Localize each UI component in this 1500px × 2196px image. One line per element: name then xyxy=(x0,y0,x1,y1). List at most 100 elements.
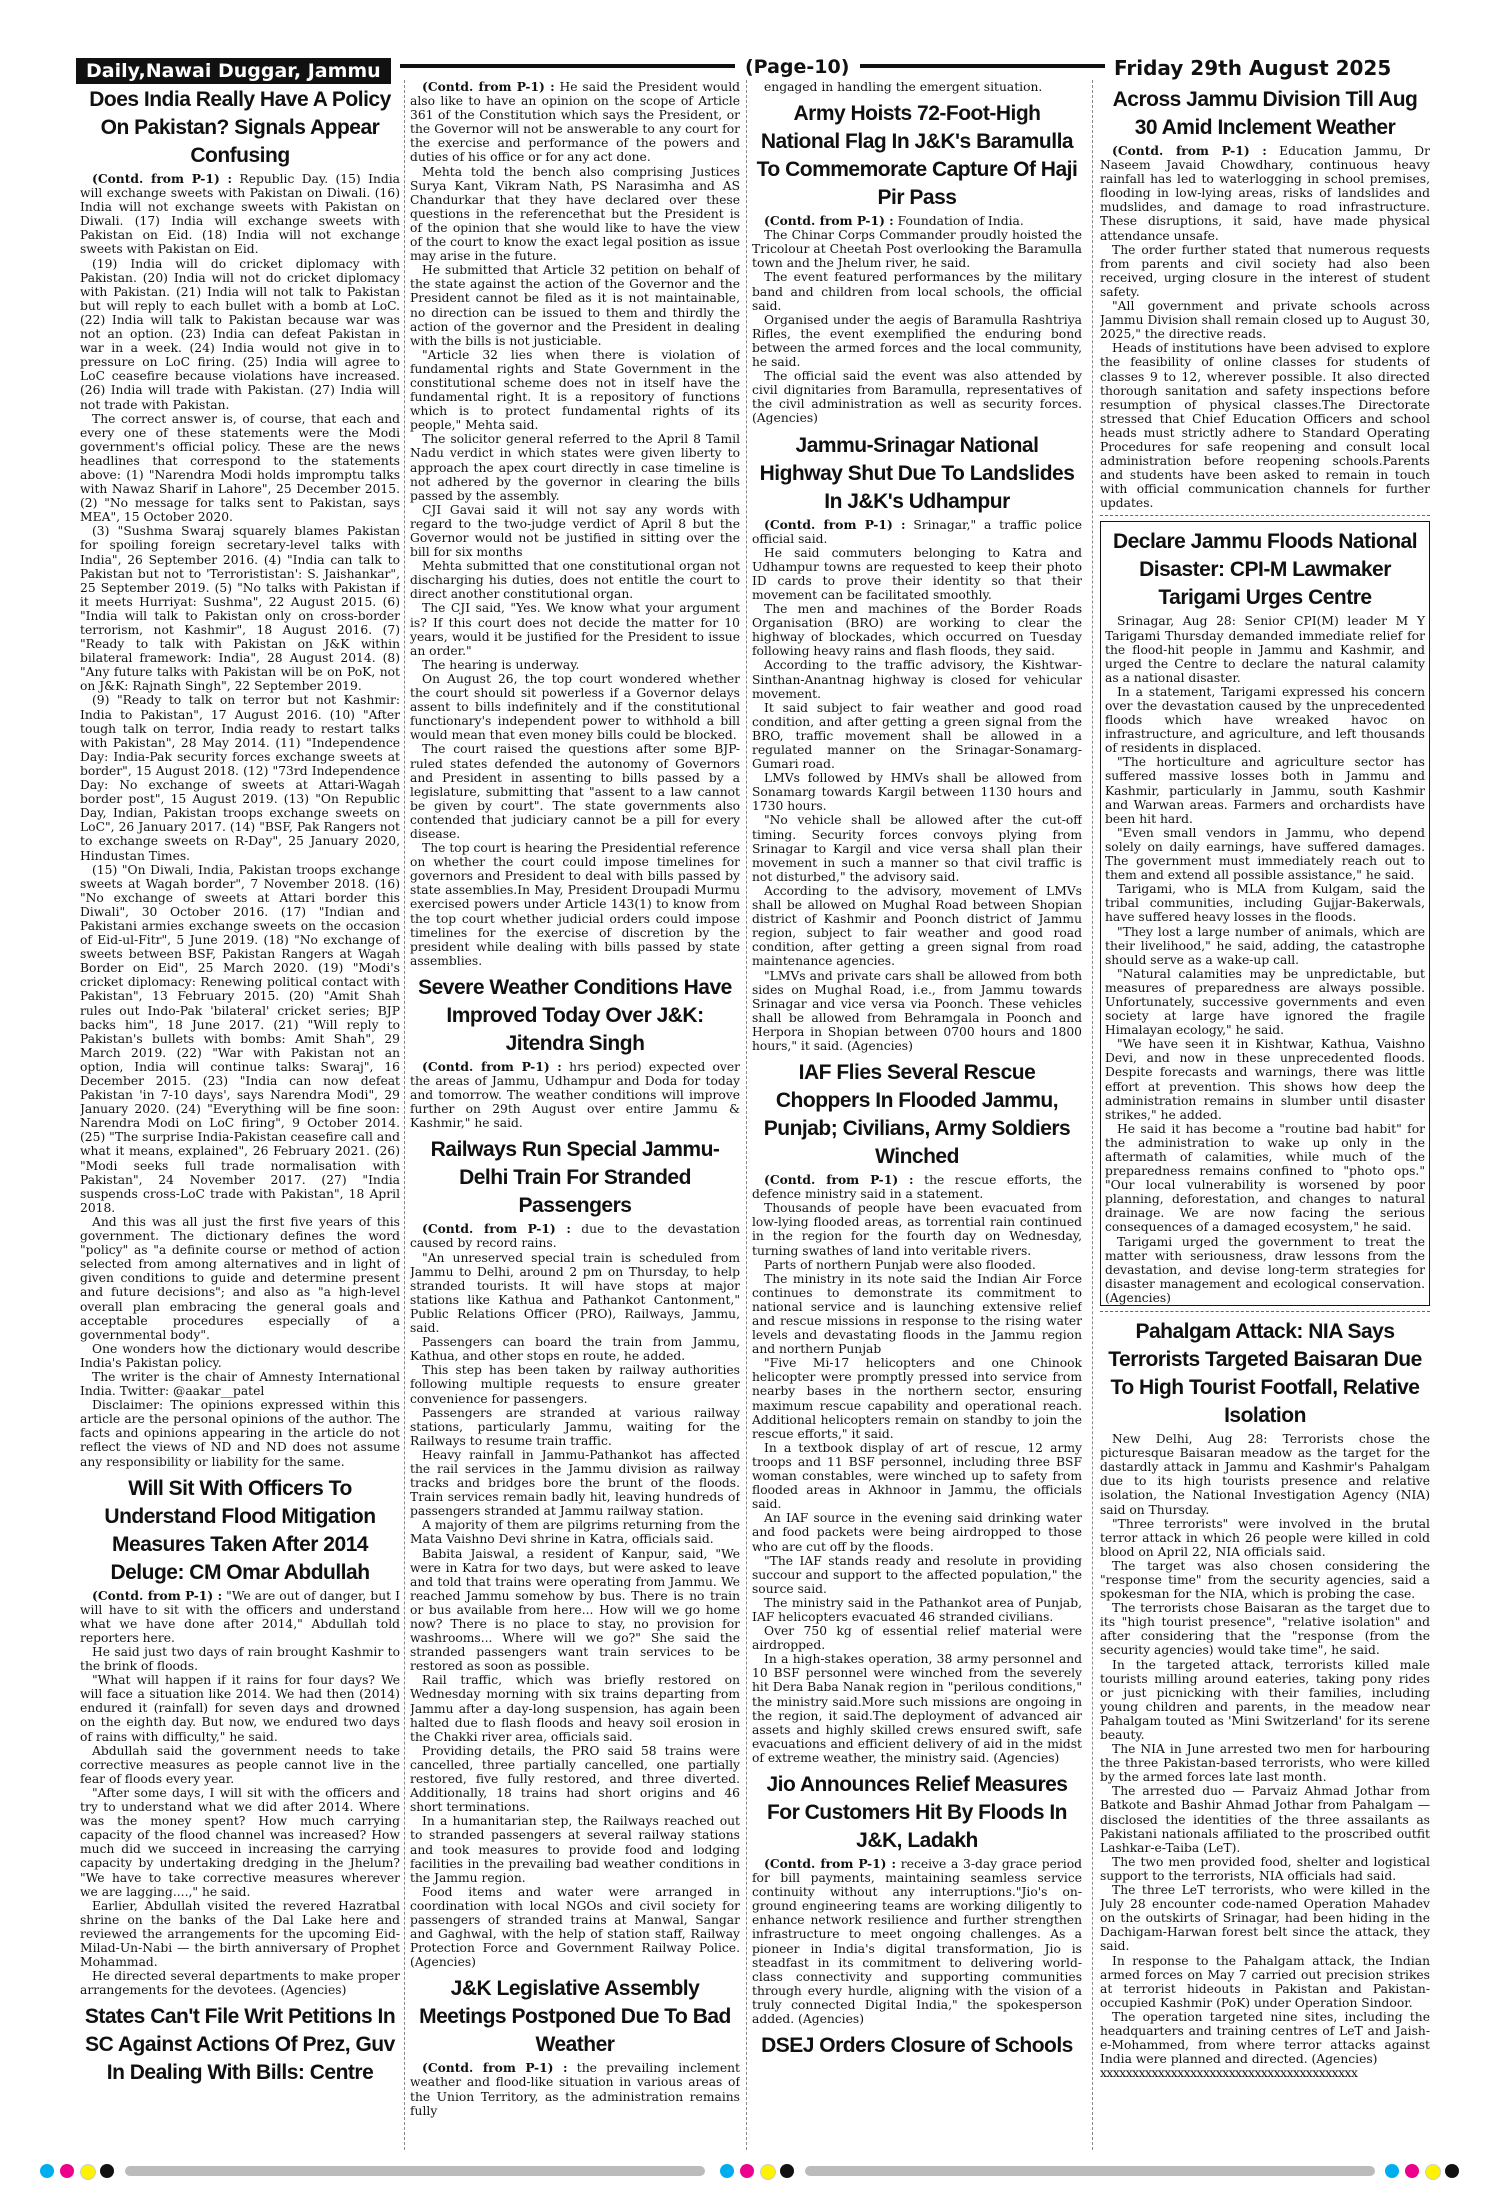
contd-label: (Contd. from P-1) : xyxy=(92,171,233,186)
contd-label: (Contd. from P-1) : xyxy=(1112,143,1267,158)
article-paragraph: In the targeted attack, terrorists kille… xyxy=(1100,1657,1430,1742)
yellow-dot xyxy=(80,2164,96,2180)
contd-label: (Contd. from P-1) : xyxy=(92,1587,223,1603)
contd-label: (Contd. from P-1) : xyxy=(422,2060,568,2076)
article-paragraph: New Delhi, Aug 28: Terrorists chose the … xyxy=(1100,1432,1430,1517)
article-text: Srinagar," a traffic police official sai… xyxy=(752,517,1082,546)
yellow-dot xyxy=(760,2164,776,2180)
article-paragraph: According to the advisory, movement of L… xyxy=(752,883,1082,969)
article-paragraph: (3) "Sushma Swaraj squarely blames Pakis… xyxy=(80,524,400,694)
article-paragraph: The ministry in its note said the Indian… xyxy=(752,1271,1082,1357)
article-paragraph: LMVs followed by HMVs shall be allowed f… xyxy=(752,771,1082,814)
article-paragraph: Earlier, Abdullah visited the revered Ha… xyxy=(80,1898,400,1970)
article-paragraph: In a high-stakes operation, 38 army pers… xyxy=(752,1652,1082,1765)
contd-label: (Contd. from P-1) : xyxy=(422,1058,562,1074)
masthead-rule-left xyxy=(400,64,735,68)
article-paragraph: The hearing is underway. xyxy=(422,657,580,672)
article-paragraph: He said just two days of rain brought Ka… xyxy=(80,1645,400,1674)
headline-states-writ: States Can't File Writ Petitions In SC A… xyxy=(84,2005,396,2085)
article-paragraph: (9) "Ready to talk on terror but not Kas… xyxy=(80,693,400,863)
article-paragraph: He submitted that Article 32 petition on… xyxy=(410,263,740,348)
black-dot xyxy=(1445,2164,1459,2178)
article-paragraph: The three LeT terrorists, who were kille… xyxy=(1100,1883,1430,1954)
article-paragraph: The men and machines of the Border Roads… xyxy=(752,602,1082,659)
headline-pahalgam-nia: Pahalgam Attack: NIA Says Terrorists Tar… xyxy=(1108,1320,1422,1428)
headline-dsej-schools: DSEJ Orders Closure of Schools xyxy=(761,2034,1073,2058)
article-text: due to the devastation caused by record … xyxy=(410,1222,740,1251)
article-paragraph: "They lost a large number of animals, wh… xyxy=(1105,924,1425,967)
contd-label: (Contd. from P-1) : xyxy=(764,516,906,532)
article-paragraph: Srinagar, Aug 28: Senior CPI(M) leader M… xyxy=(1105,614,1425,685)
article-paragraph: The writer is the chair of Amnesty Inter… xyxy=(80,1369,400,1399)
headline-tarigami: Declare Jammu Floods National Disaster: … xyxy=(1112,530,1418,610)
article-paragraph: Mehta submitted that one constitutional … xyxy=(410,559,740,602)
article-text: receive a 3-day grace period for bill pa… xyxy=(752,1857,1082,2027)
article-paragraph: "All government and private schools acro… xyxy=(1100,299,1430,342)
article-paragraph: The top court is hearing the Presidentia… xyxy=(410,841,740,968)
article-paragraph: Heads of institutions have been advised … xyxy=(1100,341,1430,511)
article-paragraph: The order further stated that numerous r… xyxy=(1100,242,1430,299)
gray-bar xyxy=(125,2166,705,2176)
headline-highway-shut: Jammu-Srinagar National Highway Shut Due… xyxy=(759,433,1075,513)
article-paragraph: "Even small vendors in Jammu, who depend… xyxy=(1105,825,1425,883)
article-paragraph: Mehta told the bench also comprising Jus… xyxy=(410,164,740,264)
article-paragraph: This step has been taken by railway auth… xyxy=(410,1363,740,1406)
article-paragraph: He said it has become a "routine bad hab… xyxy=(1105,1121,1425,1235)
headline-army-flag: Army Hoists 72-Foot-High National Flag I… xyxy=(756,102,1078,210)
article-paragraph: On August 26, the top court wondered whe… xyxy=(410,671,740,743)
magenta-dot xyxy=(60,2164,74,2178)
end-marker: xxxxxxxxxxxxxxxxxxxxxxxxxxxxxxxxxxxxxxxx xyxy=(1100,2066,1358,2081)
gray-bar xyxy=(805,2166,1375,2176)
column-1: Does India Really Have A Policy On Pakis… xyxy=(80,80,400,2150)
article-paragraph: The event featured performances by the m… xyxy=(752,270,1082,313)
column-divider xyxy=(746,80,747,2150)
article-paragraph: The NIA in June arrested two men for har… xyxy=(1100,1742,1430,1785)
article-paragraph: The CJI said, "Yes. We know what your ar… xyxy=(410,601,740,658)
article-paragraph: An IAF source in the evening said drinki… xyxy=(752,1511,1082,1554)
article-paragraph: The two men provided food, shelter and l… xyxy=(1100,1854,1430,1883)
contd-label: (Contd. from P-1) : xyxy=(422,80,555,94)
article-paragraph: Tarigami urged the government to treat t… xyxy=(1105,1234,1425,1305)
article-paragraph: (19) India will do cricket diplomacy wit… xyxy=(80,256,400,412)
contd-label: (Contd. from P-1) : xyxy=(764,213,894,229)
article-text: the rescue efforts, the defence ministry… xyxy=(752,1173,1082,1202)
article-paragraph: The Chinar Corps Commander proudly hoist… xyxy=(752,228,1082,271)
black-dot xyxy=(780,2164,794,2178)
article-paragraph: The target was also chosen considering t… xyxy=(1100,1558,1430,1602)
headline-special-train: Railways Run Special Jammu-Delhi Train F… xyxy=(430,1138,720,1218)
headline-pakistan-policy: Does India Really Have A Policy On Pakis… xyxy=(89,88,391,167)
article-separator xyxy=(1100,515,1430,517)
article-paragraph: "An unreserved special train is schedule… xyxy=(410,1250,740,1336)
article-paragraph: Over 750 kg of essential relief material… xyxy=(752,1624,1082,1653)
article-paragraph: Passengers are stranded at various railw… xyxy=(410,1405,740,1448)
headline-weather-improved: Severe Weather Conditions Have Improved … xyxy=(418,975,732,1055)
article-paragraph: "Article 32 lies when there is violation… xyxy=(410,347,740,433)
article-paragraph: Thousands of people have been evacuated … xyxy=(752,1201,1082,1258)
article-paragraph: According to the traffic advisory, the K… xyxy=(752,658,1082,701)
article-paragraph: (15) "On Diwali, India, Pakistan troops … xyxy=(80,862,400,1215)
article-paragraph: The official said the event was also att… xyxy=(752,369,1082,426)
column-divider xyxy=(1092,80,1093,2150)
article-paragraph: "Three terrorists" were involved in the … xyxy=(1100,1516,1430,1559)
headline-schools-closed: Across Jammu Division Till Aug 30 Amid I… xyxy=(1112,88,1418,139)
column-2: (Contd. from P-1) : He said the Presiden… xyxy=(410,80,740,2150)
article-paragraph: The solicitor general referred to the Ap… xyxy=(410,432,740,503)
article-paragraph: "We have seen it in Kishtwar, Kathua, Va… xyxy=(1105,1037,1425,1122)
article-paragraph: "No vehicle shall be allowed after the c… xyxy=(752,813,1082,884)
article-paragraph: Passengers can board the train from Jamm… xyxy=(410,1335,740,1364)
article-paragraph: CJI Gavai said it will not say any words… xyxy=(410,502,740,560)
article-paragraph: One wonders how the dictionary would des… xyxy=(80,1341,400,1370)
page-number: (Page-10) xyxy=(745,56,850,78)
cyan-dot xyxy=(1385,2164,1399,2178)
article-text: "We are out of danger, but I will have t… xyxy=(80,1588,400,1645)
article-paragraph: In a textbook display of art of rescue, … xyxy=(752,1440,1082,1512)
column-4: Across Jammu Division Till Aug 30 Amid I… xyxy=(1100,80,1430,2150)
headline-jio-relief: Jio Announces Relief Measures For Custom… xyxy=(766,1773,1068,1852)
cyan-dot xyxy=(720,2164,734,2178)
contd-label: (Contd. from P-1) : xyxy=(422,1221,571,1237)
article-text: Republic Day. (15) India will exchange s… xyxy=(80,172,400,257)
article-paragraph: "The horticulture and agriculture sector… xyxy=(1105,755,1425,826)
article-paragraph: "The IAF stands ready and resolute in pr… xyxy=(752,1553,1082,1596)
article-paragraph: engaged in handling the emergent situati… xyxy=(764,80,1043,94)
article-paragraph: Heavy rainfall in Jammu-Pathankot has af… xyxy=(410,1447,740,1519)
